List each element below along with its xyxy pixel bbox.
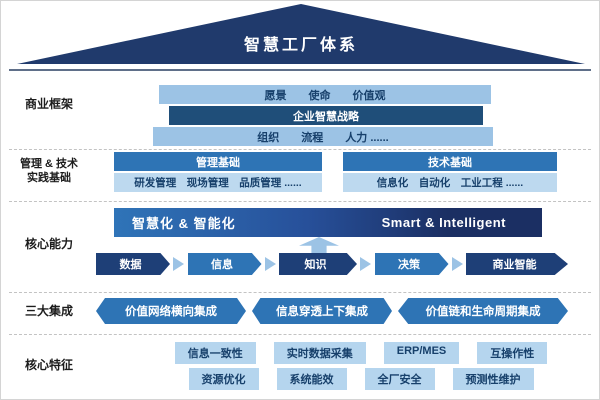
integration-item: 价值网络横向集成 [96,298,246,324]
up-arrow-icon [299,237,339,253]
flow-arrow-icon [451,257,463,271]
flow-arrow-icon [264,257,276,271]
row-label-foundation-line2: 实践基础 [27,172,71,185]
flow-arrow-icon [173,257,185,271]
features-row-1: 信息一致性 实时数据采集 ERP/MES 互操作性 [161,342,561,364]
technology-foundation-header: 技术基础 [343,152,557,171]
flow-step-knowledge: 知识 [279,253,357,275]
section-divider [9,201,591,202]
row-label-foundation: 管理 & 技术 实践基础 [3,157,95,186]
section-divider [9,292,591,293]
feature-item: 实时数据采集 [273,342,366,364]
feature-item: 预测性维护 [452,368,534,390]
header-divider [9,69,591,71]
integration-item: 价值链和生命周期集成 [398,298,568,324]
capability-banner: 智慧化 & 智能化 Smart & Intelligent [114,208,542,237]
capability-banner-cn: 智慧化 & 智能化 [132,216,236,231]
vision-mission-values-bar: 愿景 使命 价值观 [159,85,491,104]
management-foundation-items: 研发管理 现场管理 品质管理 ...... [114,173,322,192]
row-label-foundation-line1: 管理 & 技术 [19,158,79,170]
feature-item: 系统能效 [276,368,347,390]
section-divider [9,149,591,150]
flow-step-bi: 商业智能 [466,253,568,275]
row-label-capability: 核心能力 [24,237,73,251]
integration-row: 价值网络横向集成 信息穿透上下集成 价值链和生命周期集成 [96,298,568,324]
flow-step-data: 数据 [96,253,170,275]
enterprise-strategy-bar: 企业智慧战略 [169,106,483,125]
diagram-title: 智慧工厂体系 [243,37,358,54]
roof-banner: 智慧工厂体系 [17,4,585,64]
feature-item: 信息一致性 [174,342,256,364]
flow-step-info: 信息 [187,253,262,275]
features-row-2: 资源优化 系统能效 全厂安全 预测性维护 [161,368,561,390]
section-divider [9,334,591,335]
feature-item: ERP/MES [383,342,460,364]
flow-arrow-icon [360,257,372,271]
management-foundation-header: 管理基础 [114,152,322,171]
feature-item: 资源优化 [188,368,259,390]
row-label-features: 核心特征 [24,358,73,372]
row-label-integration: 三大集成 [24,304,73,318]
feature-item: 互操作性 [477,342,548,364]
feature-item: 全厂安全 [364,368,435,390]
org-process-hr-bar: 组织 流程 人力 ...... [153,127,493,146]
capability-flow: 数据 信息 知识 决策 商业智能 [96,253,568,275]
capability-banner-en: Smart & Intelligent [381,215,506,230]
row-label-business: 商业框架 [24,97,73,111]
integration-item: 信息穿透上下集成 [252,298,392,324]
technology-foundation-items: 信息化 自动化 工业工程 ...... [343,173,557,192]
flow-step-decision: 决策 [374,253,449,275]
